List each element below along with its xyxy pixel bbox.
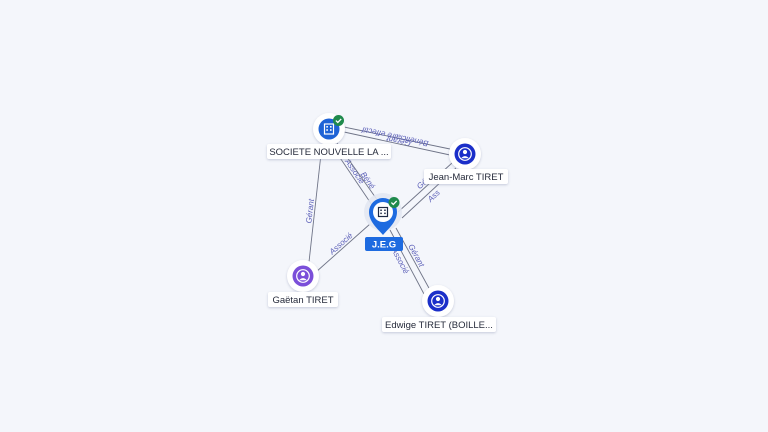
edge-label-edwige-jeg-gerant: Gérant [406,243,426,269]
person-icon [458,147,472,161]
svg-text:SOCIETE NOUVELLE LA ...: SOCIETE NOUVELLE LA ... [269,147,388,158]
edge-label-jm-jeg-associe: Ass [425,188,442,204]
verified-badge [388,197,400,208]
node-jeanmarc[interactable]: Jean-Marc TIRET [424,138,508,184]
edge-label-jeg-soc-associe: Associé [343,157,367,187]
svg-text:J.E.G: J.E.G [372,240,396,251]
node-label-edwige: Edwige TIRET (BOILLE... [382,317,496,332]
svg-text:Jean-Marc TIRET: Jean-Marc TIRET [429,172,504,183]
node-label-gaetan: Gaëtan TIRET [268,292,338,307]
node-societe[interactable]: SOCIETE NOUVELLE LA ... [267,113,391,159]
verified-badge [333,115,344,126]
edge-gaetan-soc-gerant[interactable]: Gérant [304,144,323,263]
node-edwige[interactable]: Edwige TIRET (BOILLE... [382,285,496,332]
building-icon [377,206,389,218]
person-icon [431,294,445,308]
edge-gaetan-jeg-associe[interactable]: Associé [315,223,371,273]
svg-text:Gaëtan TIRET: Gaëtan TIRET [272,295,333,306]
edge-label-gaetan-jeg-associe: Associé [327,231,355,257]
node-label-jeg: J.E.G [365,237,403,251]
node-gaetan[interactable]: Gaëtan TIRET [268,260,338,307]
building-icon [323,123,335,135]
node-jeg[interactable]: J.E.G [364,193,403,251]
edge-label-gaetan-soc-gerant: Gérant [304,198,316,224]
svg-text:Edwige TIRET (BOILLE...: Edwige TIRET (BOILLE... [385,320,493,331]
person-icon [296,269,310,283]
node-label-societe: SOCIETE NOUVELLE LA ... [267,144,391,159]
node-label-jeanmarc: Jean-Marc TIRET [424,169,508,184]
